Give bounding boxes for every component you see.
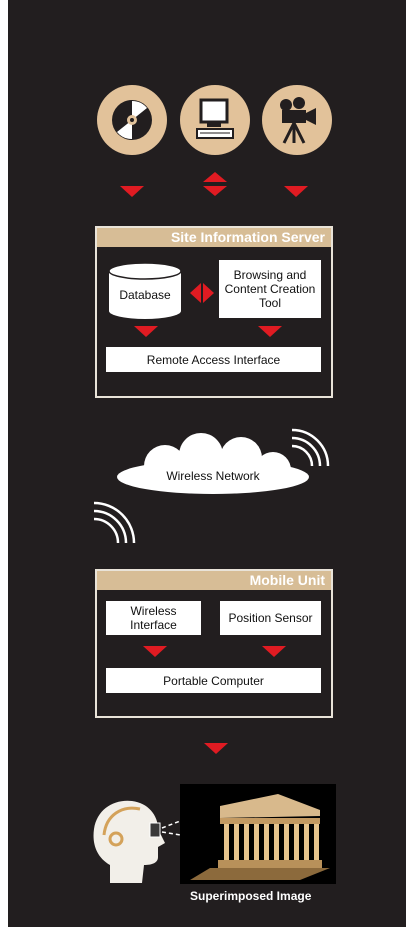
signal-waves-icon bbox=[93, 501, 136, 544]
wireless-interface-box: Wireless Interface bbox=[106, 601, 201, 635]
down-arrow bbox=[143, 646, 167, 657]
signal-waves-icon bbox=[291, 428, 330, 467]
down-arrow bbox=[134, 326, 158, 337]
wireless-network-cloud: Wireless Network bbox=[113, 433, 313, 498]
down-arrow bbox=[204, 743, 228, 754]
superimposed-image bbox=[180, 784, 336, 884]
portable-computer-box: Portable Computer bbox=[106, 668, 321, 693]
computer-icon bbox=[180, 85, 250, 155]
down-arrow bbox=[284, 186, 308, 197]
up-down-arrow bbox=[203, 172, 227, 196]
mobile-unit-box: Mobile Unit bbox=[95, 569, 333, 718]
database-icon: Database bbox=[107, 262, 183, 320]
down-arrow bbox=[258, 326, 282, 337]
browsing-content-tool-box: Browsing and Content Creation Tool bbox=[219, 260, 321, 318]
site-information-server-box: Site Information Server bbox=[95, 226, 333, 398]
position-sensor-box: Position Sensor bbox=[220, 601, 321, 635]
cd-disc-icon bbox=[97, 85, 167, 155]
movie-camera-icon bbox=[262, 85, 332, 155]
remote-access-interface-box: Remote Access Interface bbox=[106, 347, 321, 372]
superimposed-image-caption: Superimposed Image bbox=[190, 889, 312, 903]
down-arrow bbox=[120, 186, 144, 197]
mobile-title: Mobile Unit bbox=[97, 571, 331, 590]
down-arrow bbox=[262, 646, 286, 657]
database-label: Database bbox=[119, 288, 171, 302]
server-title: Site Information Server bbox=[97, 228, 331, 247]
network-label: Wireless Network bbox=[166, 469, 260, 483]
user-head-icon bbox=[93, 800, 165, 883]
